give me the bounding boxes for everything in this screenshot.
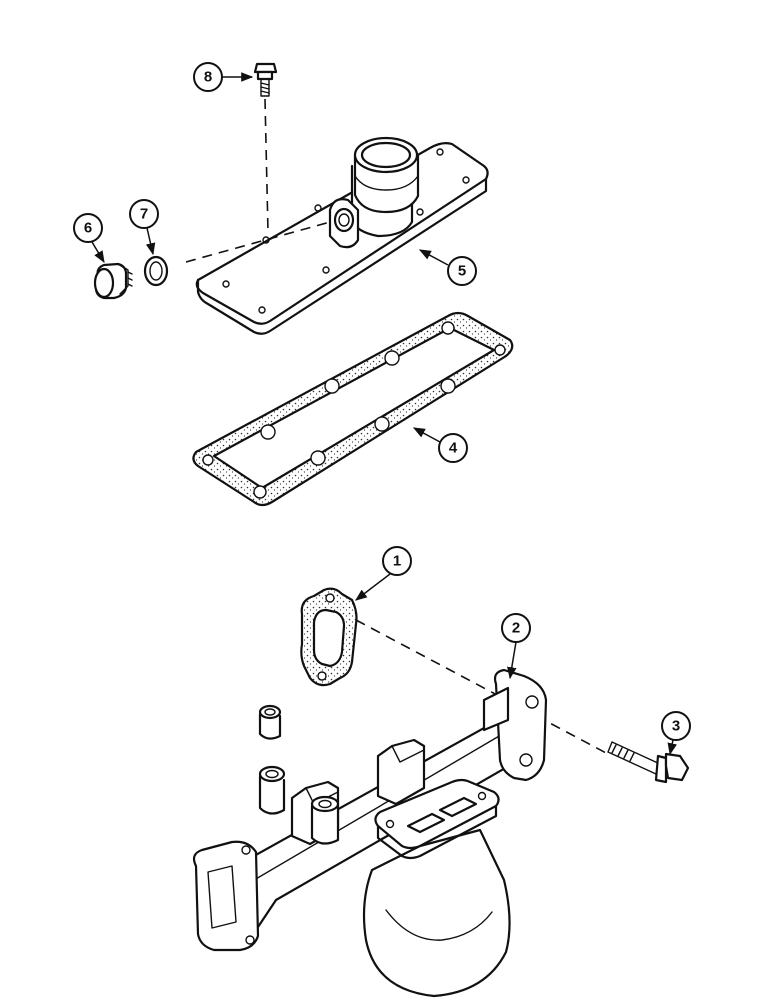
- flange-bolt-part: [607, 741, 690, 784]
- intake-cover-part: [195, 136, 489, 335]
- bolt-alignment-line: [264, 98, 269, 233]
- callout-6: 6: [73, 213, 105, 264]
- callout-2: 2: [501, 613, 531, 680]
- plug-part: [93, 262, 133, 300]
- plug-alignment-line: [185, 221, 331, 263]
- callout-label-6: 6: [84, 220, 92, 237]
- callout-8: 8: [193, 62, 254, 92]
- sealing-washer-part: [143, 255, 169, 287]
- callout-label-4: 4: [449, 440, 458, 457]
- cover-gasket-part: [192, 311, 514, 507]
- callout-label-5: 5: [458, 263, 466, 280]
- callout-label-8: 8: [204, 69, 212, 86]
- flange-alignment-line: [355, 619, 609, 755]
- callout-7: 7: [129, 199, 159, 256]
- callout-4: 4: [412, 427, 468, 463]
- flange-gasket-part: [300, 587, 358, 687]
- callout-label-7: 7: [140, 206, 148, 223]
- callout-label-1: 1: [393, 553, 401, 570]
- callout-label-2: 2: [512, 620, 520, 637]
- callout-1: 1: [355, 546, 412, 601]
- cover-bolt-part: [253, 62, 278, 97]
- callout-5: 5: [418, 249, 477, 286]
- callout-3: 3: [661, 711, 691, 756]
- exhaust-manifold-part: [192, 668, 548, 998]
- callout-label-3: 3: [672, 718, 680, 735]
